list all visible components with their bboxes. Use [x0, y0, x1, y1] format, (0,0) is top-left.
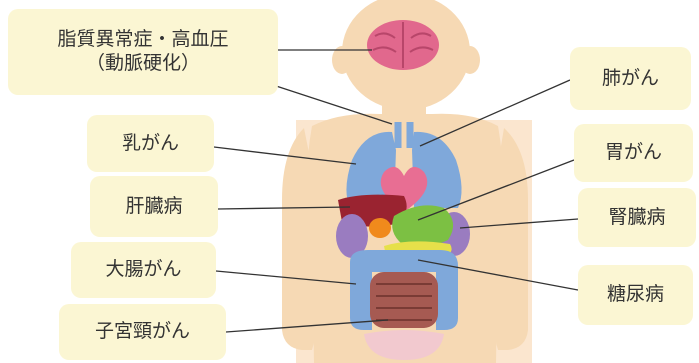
left-kidney — [336, 214, 368, 258]
leader-line-artery — [269, 83, 393, 125]
stomach — [392, 205, 454, 248]
small-intestine — [370, 272, 438, 328]
label-dyslipidemia-line2: （動脈硬化） — [85, 52, 200, 74]
leader-line-breast — [213, 146, 357, 165]
label-liver-disease: 肝臓病 — [90, 176, 218, 237]
label-breast-cancer: 乳がん — [87, 115, 214, 172]
leader-lines — [213, 49, 579, 333]
leader-line-liver — [217, 206, 351, 210]
colon — [350, 250, 458, 330]
leader-line-lung — [419, 79, 571, 147]
leader-line-stomach — [417, 159, 575, 221]
label-diabetes: 糖尿病 — [578, 265, 693, 325]
gallbladder — [369, 218, 391, 238]
label-dyslipidemia-line1: 脂質異常症・高血圧 — [57, 28, 229, 51]
right-ear — [460, 46, 480, 74]
label-colon-cancer: 大腸がん — [71, 242, 216, 298]
label-lung-cancer: 肺がん — [570, 47, 691, 110]
label-cervical-cancer: 子宮頸がん — [59, 304, 226, 360]
brain — [367, 20, 439, 70]
left-ear — [332, 46, 352, 74]
leader-line-cervical — [225, 319, 389, 333]
label-stomach-cancer: 胃がん — [574, 124, 693, 182]
leader-line-kidney — [459, 218, 579, 229]
label-dyslipidemia: 脂質異常症・高血圧 （動脈硬化） — [8, 9, 278, 95]
leader-line-colon — [215, 270, 357, 285]
pelvis — [364, 330, 444, 360]
leader-line-diabetes — [417, 259, 579, 291]
label-kidney-disease: 腎臓病 — [578, 188, 696, 247]
